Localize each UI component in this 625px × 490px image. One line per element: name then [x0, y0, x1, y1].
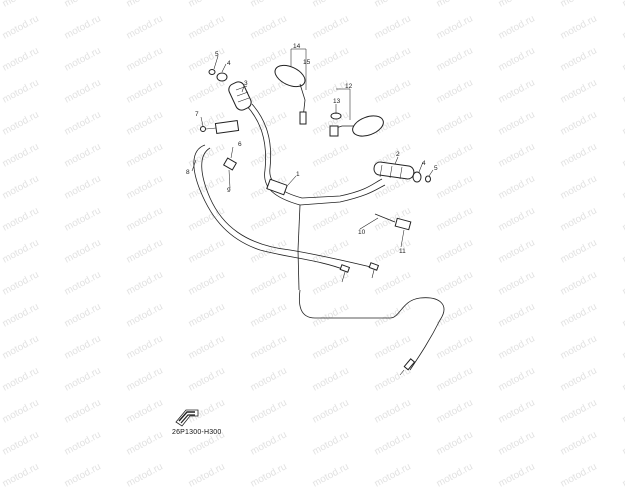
left-mirror	[274, 64, 307, 125]
callout-5-right: 5	[434, 165, 438, 172]
left-grip	[228, 81, 252, 111]
diagram-code: 26P1300-H300	[172, 429, 222, 436]
handlebar	[245, 103, 386, 206]
right-mirror	[329, 112, 384, 137]
callout-2: 2	[396, 151, 400, 158]
callout-15: 15	[303, 59, 311, 66]
callout-13: 13	[333, 98, 341, 105]
front-arrow-icon	[175, 409, 199, 427]
lever-holder	[200, 119, 240, 171]
callout-7: 7	[195, 111, 199, 118]
callout-6: 6	[238, 141, 242, 148]
callout-11: 11	[399, 248, 406, 255]
right-grip-end	[412, 171, 431, 183]
left-grip-end	[208, 69, 228, 82]
callout-10: 10	[358, 229, 366, 236]
callout-5-left: 5	[215, 51, 219, 58]
leader-lines	[191, 48, 434, 248]
callout-4-right: 4	[422, 160, 426, 167]
callout-1: 1	[296, 171, 300, 178]
callout-3: 3	[244, 80, 248, 87]
right-grip	[373, 161, 415, 180]
handlebar-band	[266, 178, 288, 196]
throttle-cables	[193, 144, 380, 283]
callout-4-left: 4	[227, 60, 231, 67]
callout-9: 9	[227, 187, 231, 194]
callout-8: 8	[186, 169, 190, 176]
callout-14: 14	[293, 43, 301, 50]
callout-12: 12	[345, 83, 353, 90]
callouts: 5 4 3 14 15 12 13 2 4 5 7 6 8 9 1 10 11	[186, 43, 438, 255]
handlebar-diagram: 5 4 3 14 15 12 13 2 4 5 7 6 8 9 1 10 11	[175, 43, 445, 427]
clutch-cable	[297, 213, 445, 376]
